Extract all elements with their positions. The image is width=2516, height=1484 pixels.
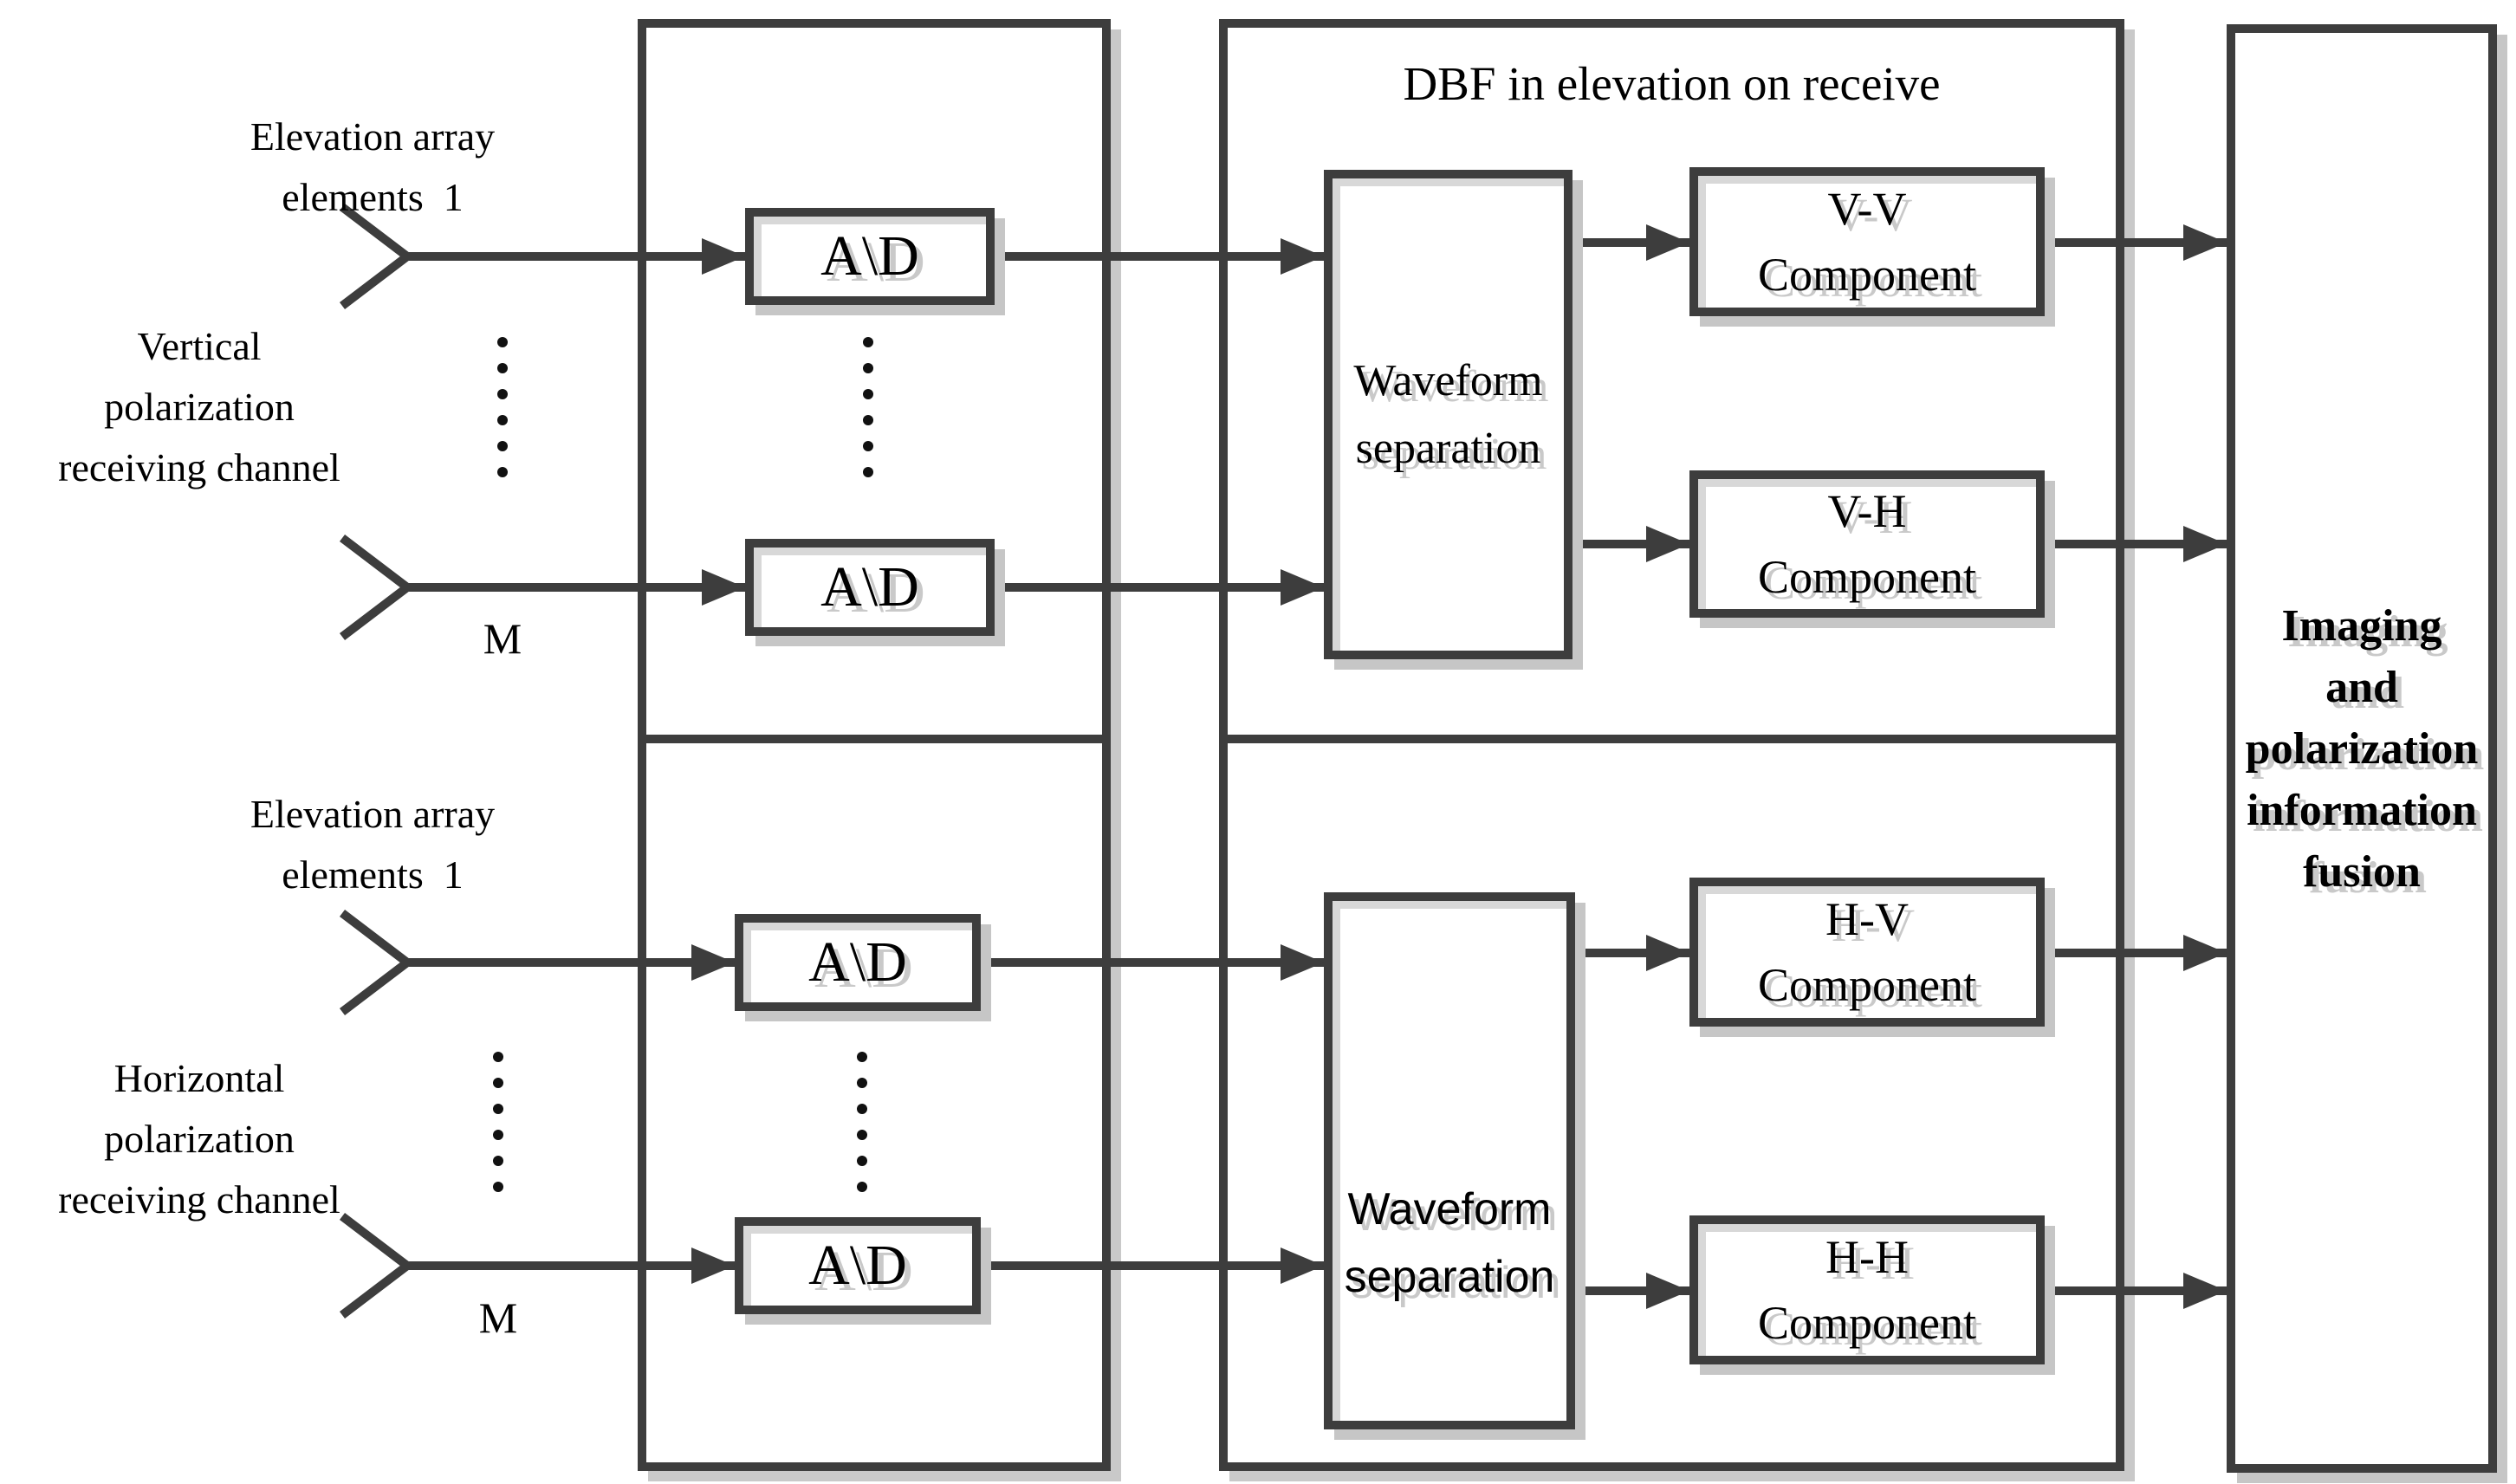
adc-label: A\D bbox=[808, 930, 907, 994]
antenna-icon bbox=[339, 535, 415, 640]
fusion-label: Imaging and polarization information fus… bbox=[2245, 600, 2479, 897]
dbf-title: DBF in elevation on receive bbox=[1403, 57, 1941, 110]
vv-component-box: V-V Component bbox=[1689, 167, 2045, 316]
adc-label: A\D bbox=[808, 1234, 907, 1297]
waveform-separation-box-h: Waveform separation bbox=[1324, 892, 1575, 1429]
fusion-box: Imaging and polarization information fus… bbox=[2227, 24, 2497, 1473]
vh-component-label: V-H Component bbox=[1758, 485, 1976, 603]
vv-component-label: V-V Component bbox=[1758, 183, 1976, 301]
element-m-label-h: M bbox=[478, 1293, 518, 1342]
antenna-icon bbox=[339, 910, 415, 1015]
elevation-array-label-h: Elevation array elements 1 bbox=[250, 792, 496, 897]
waveform-separation-label: Waveform separation bbox=[1344, 1184, 1555, 1302]
adc-group-container bbox=[638, 19, 1111, 1471]
waveform-separation-label: Waveform separation bbox=[1353, 355, 1543, 473]
vh-component-box: V-H Component bbox=[1689, 470, 2045, 618]
element-m-label-v: M bbox=[483, 614, 522, 663]
vertical-channel-label: Vertical polarization receiving channel bbox=[58, 324, 340, 489]
hv-component-label: H-V Component bbox=[1758, 893, 1976, 1011]
dbf-divider bbox=[1228, 735, 2116, 743]
elevation-array-label-v: Elevation array elements 1 bbox=[250, 114, 496, 219]
hv-component-box: H-V Component bbox=[1689, 878, 2045, 1027]
adc-label: A\D bbox=[820, 555, 919, 619]
adc-box-vm: A\D bbox=[745, 539, 995, 636]
dbf-container bbox=[1219, 19, 2124, 1471]
hh-component-box: H-H Component bbox=[1689, 1215, 2045, 1364]
adc-group-divider bbox=[646, 735, 1102, 743]
horizontal-channel-label: Horizontal polarization receiving channe… bbox=[58, 1056, 340, 1222]
adc-box-h1: A\D bbox=[735, 914, 981, 1011]
adc-box-hm: A\D bbox=[735, 1217, 981, 1314]
waveform-separation-box-v: Waveform separation bbox=[1324, 170, 1572, 659]
hh-component-label: H-H Component bbox=[1758, 1231, 1976, 1349]
adc-box-v1: A\D bbox=[745, 208, 995, 305]
adc-label: A\D bbox=[820, 224, 919, 288]
antenna-icon bbox=[339, 1213, 415, 1319]
